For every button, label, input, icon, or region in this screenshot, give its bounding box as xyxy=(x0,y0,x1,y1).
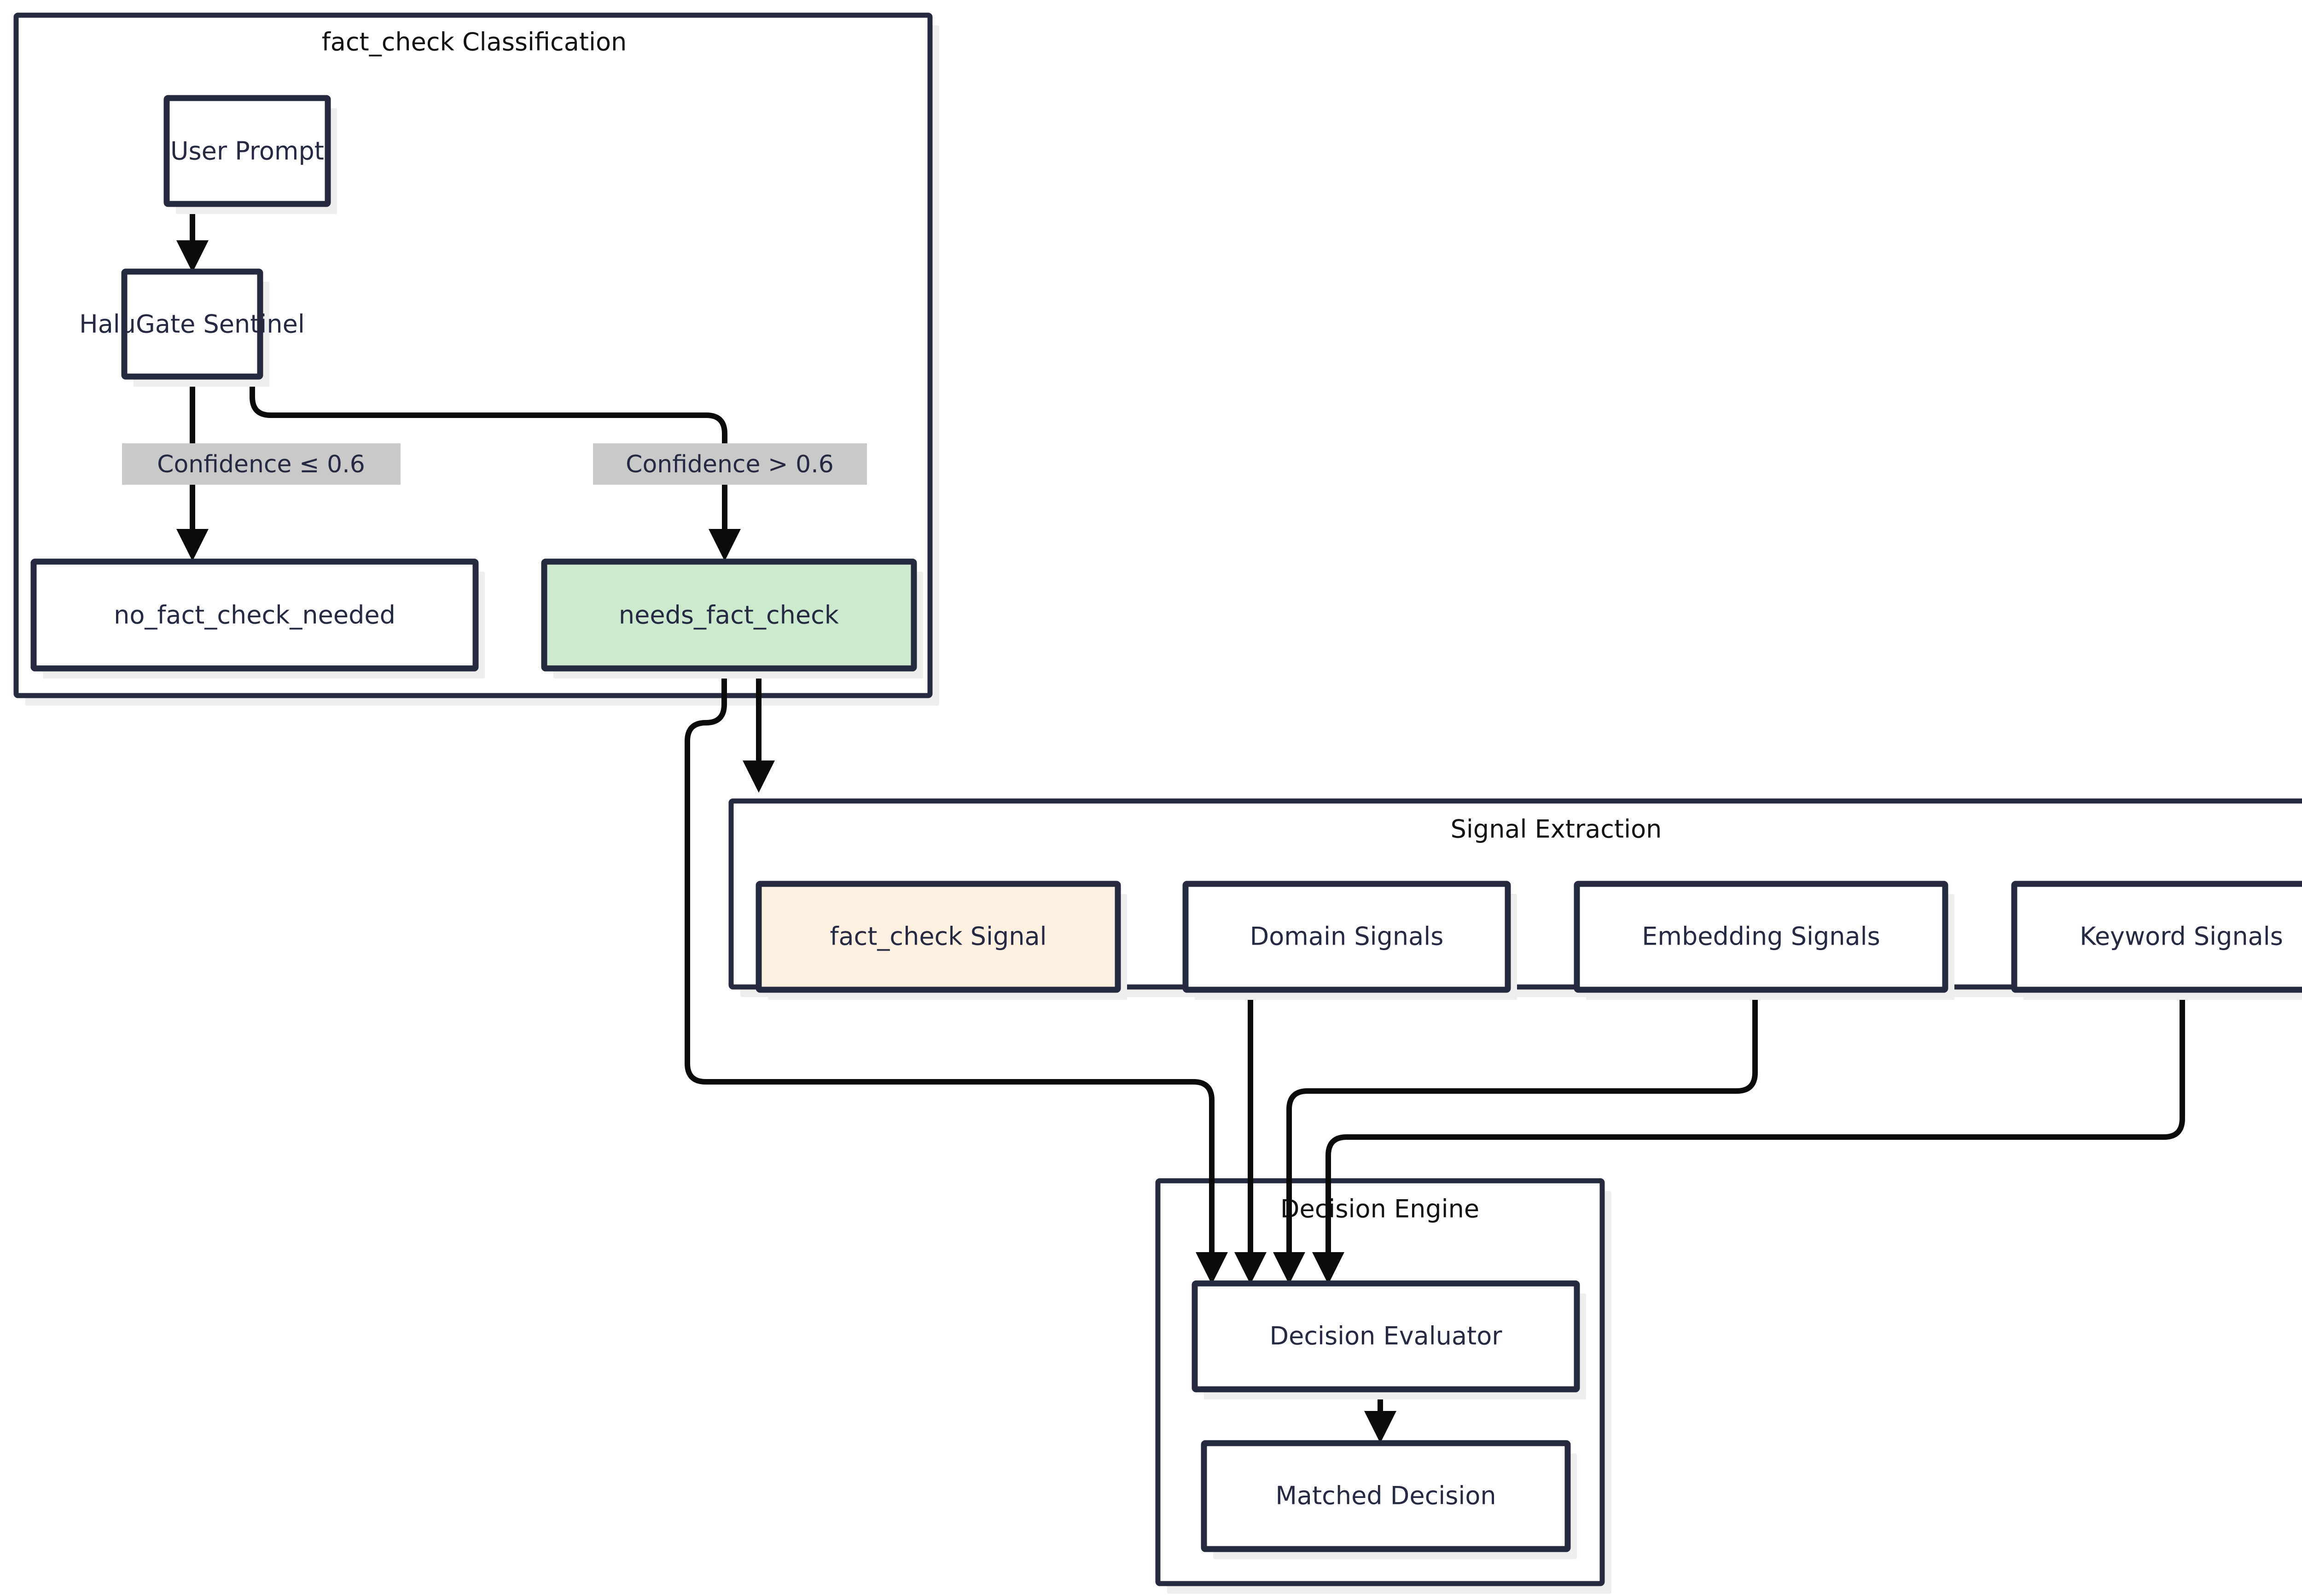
node-label-keyword-signals: Keyword Signals xyxy=(2080,922,2283,951)
node-fact-check-signal[interactable]: fact_check Signal xyxy=(756,881,1127,1000)
node-label-decision-evaluator: Decision Evaluator xyxy=(1270,1322,1503,1351)
node-label-domain-signals: Domain Signals xyxy=(1250,922,1444,951)
arrow-head-icon xyxy=(176,240,209,273)
edge-label-text-confidence-high: Confidence > 0.6 xyxy=(626,451,834,478)
arrow-head-icon xyxy=(1312,1252,1344,1284)
node-label-fact-check-signal: fact_check Signal xyxy=(830,922,1046,951)
node-user-prompt[interactable]: User Prompt xyxy=(163,95,337,214)
node-needs-fact-check[interactable]: needs_fact_check xyxy=(541,558,923,679)
node-no-fact-check-needed[interactable]: no_fact_check_needed xyxy=(30,558,485,679)
node-border xyxy=(163,95,331,207)
edge-domain-signals-to-decision-evaluator xyxy=(1234,974,1267,1284)
edge-label-confidence-low: Confidence ≤ 0.6 xyxy=(122,443,401,485)
edge-needs-fact-check-to-fact-check-signal xyxy=(743,668,775,793)
arrow-head-icon xyxy=(176,529,209,561)
edge-label-background xyxy=(122,443,401,485)
edge-label-background xyxy=(593,443,867,485)
edge-label-text-confidence-low: Confidence ≤ 0.6 xyxy=(157,451,365,478)
edge-halugate-to-needs-fact-check xyxy=(250,377,741,561)
node-keyword-signals[interactable]: Keyword Signals xyxy=(2011,881,2302,1000)
node-border xyxy=(1201,1440,1571,1552)
edge-label-confidence-high: Confidence > 0.6 xyxy=(593,443,867,485)
edge-embedding-signals-to-decision-evaluator xyxy=(1273,974,1758,1284)
arrow-head-icon xyxy=(1273,1252,1305,1284)
node-border xyxy=(541,558,917,672)
node-label-matched-decision: Matched Decision xyxy=(1275,1481,1496,1510)
arrow-head-icon xyxy=(709,529,741,561)
node-border xyxy=(756,881,1121,993)
node-matched-decision[interactable]: Matched Decision xyxy=(1201,1440,1577,1559)
node-label-halugate-sentinel: HaluGate Sentinel xyxy=(79,310,305,339)
arrow-head-icon xyxy=(743,760,775,793)
node-border xyxy=(1574,881,1948,993)
node-border xyxy=(1182,881,1511,993)
node-label-user-prompt: User Prompt xyxy=(170,137,324,166)
node-border xyxy=(1192,1280,1580,1393)
node-border xyxy=(30,558,479,672)
edge-needs-fact-check-to-decision-evaluator xyxy=(685,668,1228,1284)
arrow-head-icon xyxy=(1234,1252,1267,1284)
node-embedding-signals[interactable]: Embedding Signals xyxy=(1574,881,1954,1000)
node-label-embedding-signals: Embedding Signals xyxy=(1642,922,1880,951)
arrow-head-icon xyxy=(1364,1411,1396,1443)
arrow-head-icon xyxy=(1196,1252,1228,1284)
node-domain-signals[interactable]: Domain Signals xyxy=(1182,881,1517,1000)
cluster-title-decision-engine: Decision Engine xyxy=(1280,1195,1479,1224)
cluster-title-fact-check-classification: fact_check Classification xyxy=(322,28,627,57)
node-border xyxy=(121,268,263,380)
node-border xyxy=(2011,881,2302,993)
node-decision-evaluator[interactable]: Decision Evaluator xyxy=(1192,1280,1586,1399)
node-halugate-sentinel[interactable]: HaluGate Sentinel xyxy=(79,268,305,387)
node-label-no-fact-check-needed: no_fact_check_needed xyxy=(114,601,395,630)
node-label-needs-fact-check: needs_fact_check xyxy=(619,601,839,630)
edge-keyword-signals-to-decision-evaluator xyxy=(1312,974,2185,1284)
cluster-title-signal-extraction: Signal Extraction xyxy=(1451,815,1662,844)
